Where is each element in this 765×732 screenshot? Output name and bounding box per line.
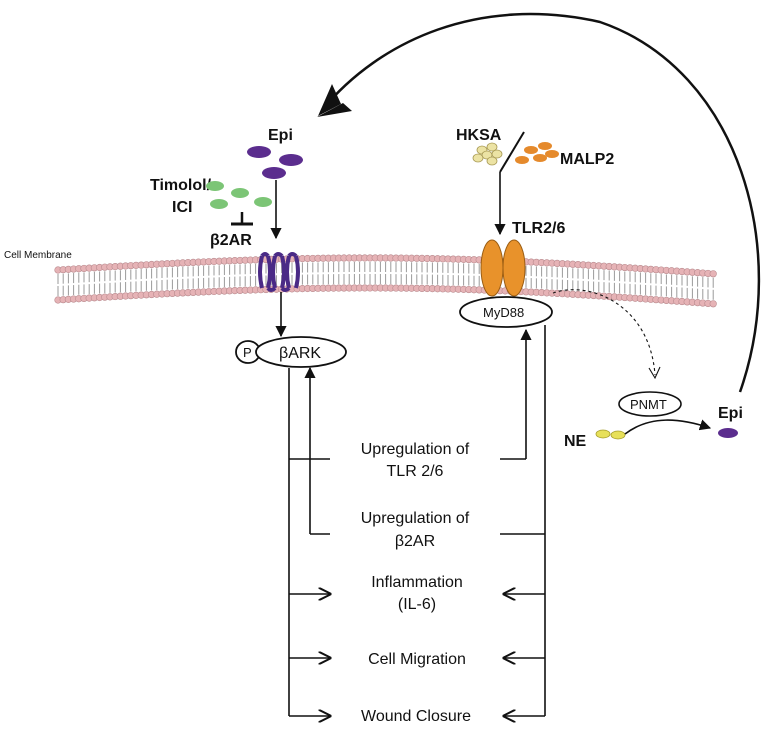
hksa-label: HKSA [456, 127, 502, 144]
upregulation-tlr-line1: Upregulation of [361, 441, 470, 458]
pnmt-label: PNMT [630, 397, 667, 412]
bark-label: βARK [279, 345, 321, 362]
myd88-ellipse [459, 296, 553, 328]
wound-closure-label: Wound Closure [361, 708, 471, 725]
b2ar-label: β2AR [210, 232, 252, 249]
upregulation-b2ar-line2: β2AR [395, 533, 435, 550]
ne-molecules [595, 429, 626, 440]
pnmt-ellipse [618, 391, 682, 417]
upregulation-tlr-line2: TLR 2/6 [387, 463, 444, 480]
epi-right-molecule [718, 428, 738, 438]
myd88-label: MyD88 [483, 305, 524, 320]
feedback-arc [321, 12, 761, 393]
b2ar-receptor [258, 252, 300, 292]
phosphate-label: P [243, 345, 252, 360]
feedback-arrowhead [318, 84, 341, 116]
epi-molecules [247, 146, 303, 179]
cell-membrane [54, 254, 717, 308]
ne-label: NE [564, 433, 587, 450]
timolol-label: Timolol/ [150, 177, 212, 194]
hksa-molecules [472, 142, 503, 166]
malp2-label: MALP2 [560, 151, 614, 168]
pathway-lines [288, 325, 546, 716]
epi-right-label: Epi [718, 405, 743, 422]
tlr-receptor [480, 239, 526, 297]
cell-membrane-label: Cell Membrane [4, 250, 72, 261]
epi-top-label: Epi [268, 127, 293, 144]
bark-ellipse [255, 336, 347, 368]
antagonist-molecules [206, 181, 272, 209]
upregulation-b2ar-line1: Upregulation of [361, 510, 470, 527]
cell-migration-label: Cell Migration [368, 651, 466, 668]
ici-label: ICI [172, 199, 192, 216]
inflammation-line1: Inflammation [371, 574, 463, 591]
inflammation-line2: (IL-6) [398, 596, 436, 613]
malp2-molecules [515, 142, 559, 164]
tlr-label: TLR2/6 [512, 220, 565, 237]
